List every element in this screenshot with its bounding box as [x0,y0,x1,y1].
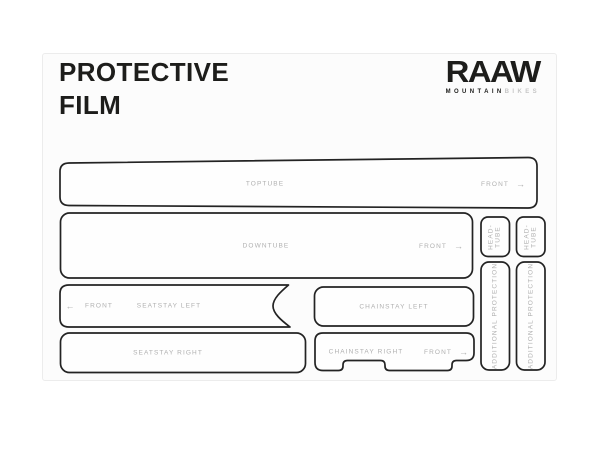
seatstay-left-outline [59,284,291,328]
brand-tagline: MOUNTAINBIKES [446,89,540,95]
headtube-2-outline [515,216,546,258]
additional-protection-2-outline [515,261,546,371]
toptube-outline [59,156,538,209]
seatstay-right-outline [59,332,307,374]
arrow-right-icon: → [453,240,463,251]
additional-protection-1-label: ADDITIONAL PROTECTION [491,262,499,370]
chainstay-left-outline [313,286,475,327]
seatstay-left-label: SEATSTAY LEFT [136,302,202,310]
additional-protection-1-outline [480,261,511,371]
seatstay-left-front-label: FRONT [85,302,113,310]
downtube-outline [59,212,474,279]
chainstay-right-label: CHAINSTAY RIGHT [328,348,404,356]
page-title-line1: PROTECTIVE [59,57,230,87]
headtube-1-label: HEAD- TUBE [487,223,502,250]
chainstay-left-label: CHAINSTAY LEFT [359,302,429,310]
downtube-label: DOWNTUBE [242,242,290,250]
brand-wordmark: RAAW [445,54,542,89]
headtube-1-outline [480,216,511,258]
arrow-right-icon: → [515,178,525,189]
arrow-right-icon: → [458,346,468,357]
chainstay-right-front-label: FRONT→ [424,346,468,357]
downtube-front-label: FRONT→ [419,240,463,251]
additional-protection-2-label: ADDITIONAL PROTECTION [526,262,534,370]
page-title-line2: FILM [59,90,122,120]
page-title: PROTECTIVE FILM [59,56,229,122]
brand-tagline-primary: MOUNTAIN [445,89,505,95]
toptube-label: TOPTUBE [245,180,285,188]
brand-logo: RAAW MOUNTAINBIKES [418,54,542,95]
brand-tagline-secondary: BIKES [504,89,540,95]
seatstay-right-label: SEATSTAY RIGHT [133,349,203,357]
toptube-front-label: FRONT→ [481,178,525,189]
headtube-2-label: HEAD- TUBE [523,223,538,250]
chainstay-right-outline [314,332,475,372]
arrow-left-icon: ← [65,300,75,311]
